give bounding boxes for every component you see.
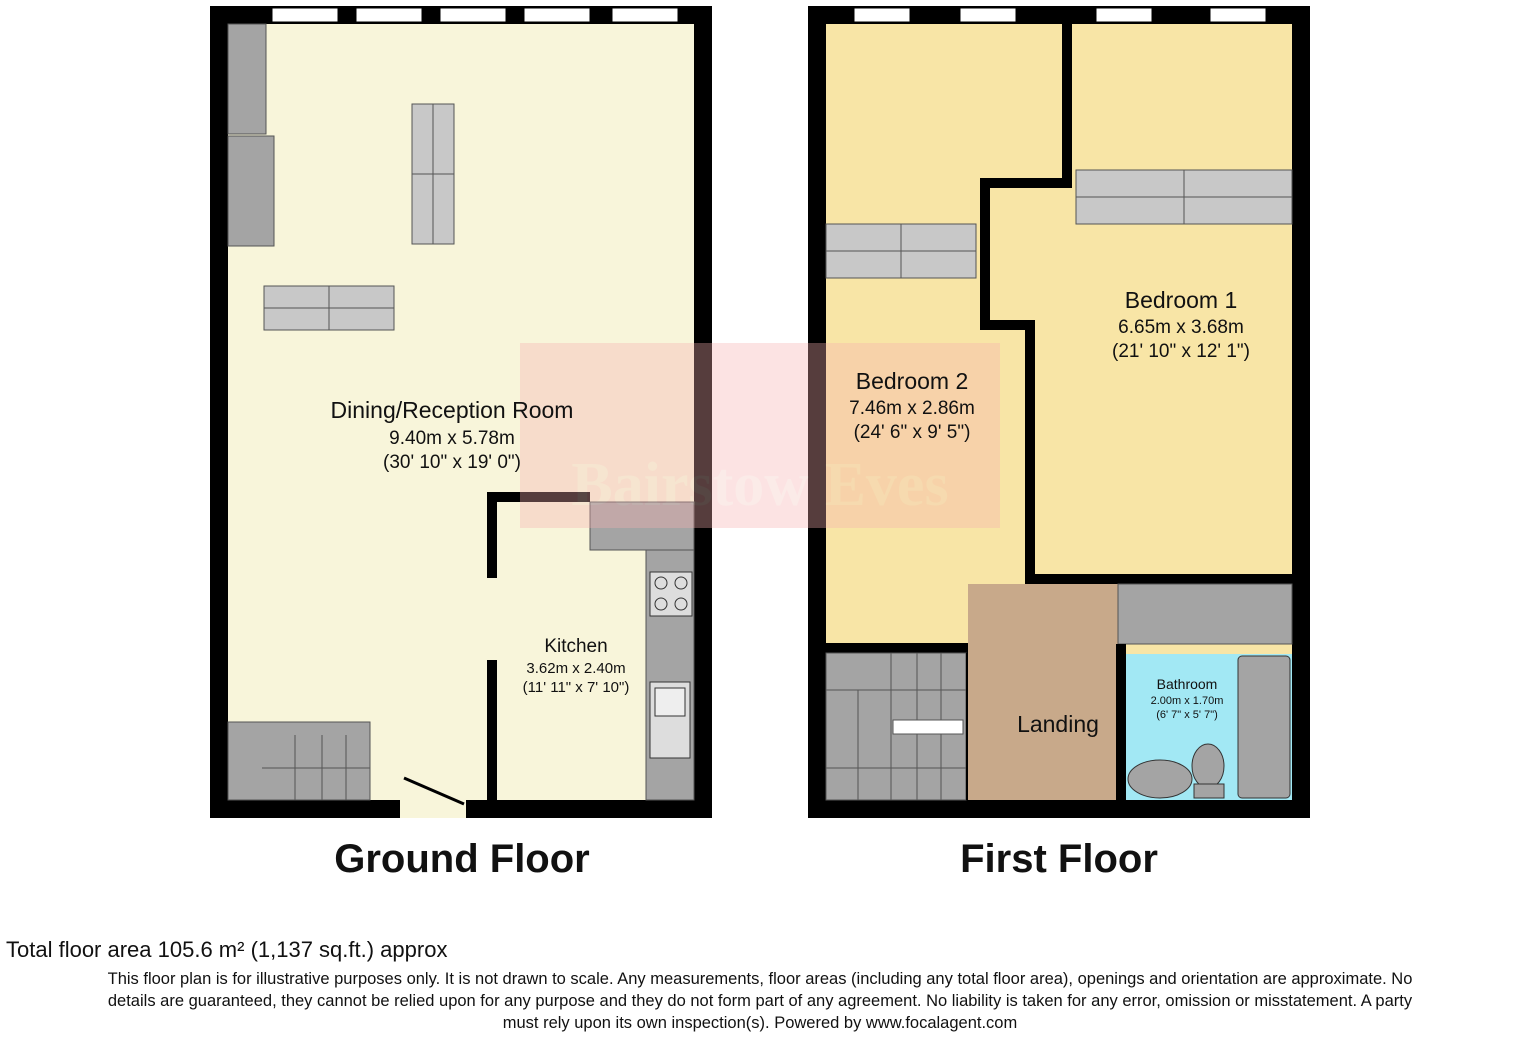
room-name: Bedroom 2 — [856, 368, 969, 394]
disclaimer-line: details are guaranteed, they cannot be r… — [107, 992, 1413, 1010]
total-floor-area: Total floor area 105.6 m² (1,137 sq.ft.)… — [6, 937, 448, 962]
sink-icon — [649, 681, 691, 759]
kitchen-wall — [487, 660, 497, 800]
disclaimer-line: This floor plan is for illustrative purp… — [107, 970, 1413, 988]
ground-floor-plan — [210, 6, 712, 818]
room-name: Bedroom 1 — [1125, 287, 1238, 313]
bedroom-wall — [826, 24, 1292, 653]
disclaimer-line: must rely upon its own inspection(s). Po… — [502, 1014, 1018, 1032]
disclaimer: This floor plan is for illustrative purp… — [0, 968, 1520, 1034]
room-name: Landing — [1017, 711, 1099, 737]
landing-cupboard — [1117, 583, 1293, 645]
toilet-icon — [1191, 743, 1225, 789]
room-size-metric: 7.46m x 2.86m — [849, 398, 975, 419]
room-name: Dining/Reception Room — [331, 397, 574, 423]
first-windows — [853, 7, 1267, 23]
watermark-logo: Bairstow Eves — [520, 343, 1000, 528]
floor-title: First Floor — [960, 837, 1158, 881]
room-size-metric: 2.00m x 1.70m — [1151, 695, 1224, 707]
sofa — [411, 103, 455, 245]
room-size-imperial: (6' 7" x 5' 7") — [1156, 709, 1218, 721]
room-size-metric: 9.40m x 5.78m — [389, 428, 515, 449]
wardrobe — [825, 169, 1293, 279]
room-size-imperial: (21' 10" x 12' 1") — [1112, 341, 1250, 362]
kitchen-wall — [487, 492, 497, 578]
cupboard — [227, 23, 267, 135]
floor-title: Ground Floor — [334, 837, 590, 881]
room-size-metric: 3.62m x 2.40m — [526, 660, 625, 677]
room-size-imperial: (11' 11" x 7' 10") — [523, 679, 630, 696]
basin-icon — [1127, 759, 1193, 799]
bath-icon — [1237, 655, 1291, 799]
room-name: Kitchen — [544, 636, 607, 657]
first-stairs — [825, 652, 967, 801]
entrance-door — [400, 800, 466, 818]
room-size-imperial: (24' 6" x 9' 5") — [854, 422, 971, 443]
room-name: Bathroom — [1157, 676, 1218, 692]
cupboard — [227, 135, 275, 247]
table — [263, 285, 395, 331]
room-size-imperial: (30' 10" x 19' 0") — [383, 452, 521, 473]
kitchen-wall — [487, 492, 590, 502]
first-floor-plan — [808, 6, 1310, 818]
ground-stairs — [227, 721, 371, 801]
kitchen-counter — [589, 501, 695, 551]
bathroom-wall — [1116, 644, 1126, 800]
watermark-text: Bairstow Eves — [571, 451, 948, 519]
ground-windows — [271, 7, 679, 23]
room-size-metric: 6.65m x 3.68m — [1118, 317, 1244, 338]
hob-icon — [649, 571, 693, 617]
